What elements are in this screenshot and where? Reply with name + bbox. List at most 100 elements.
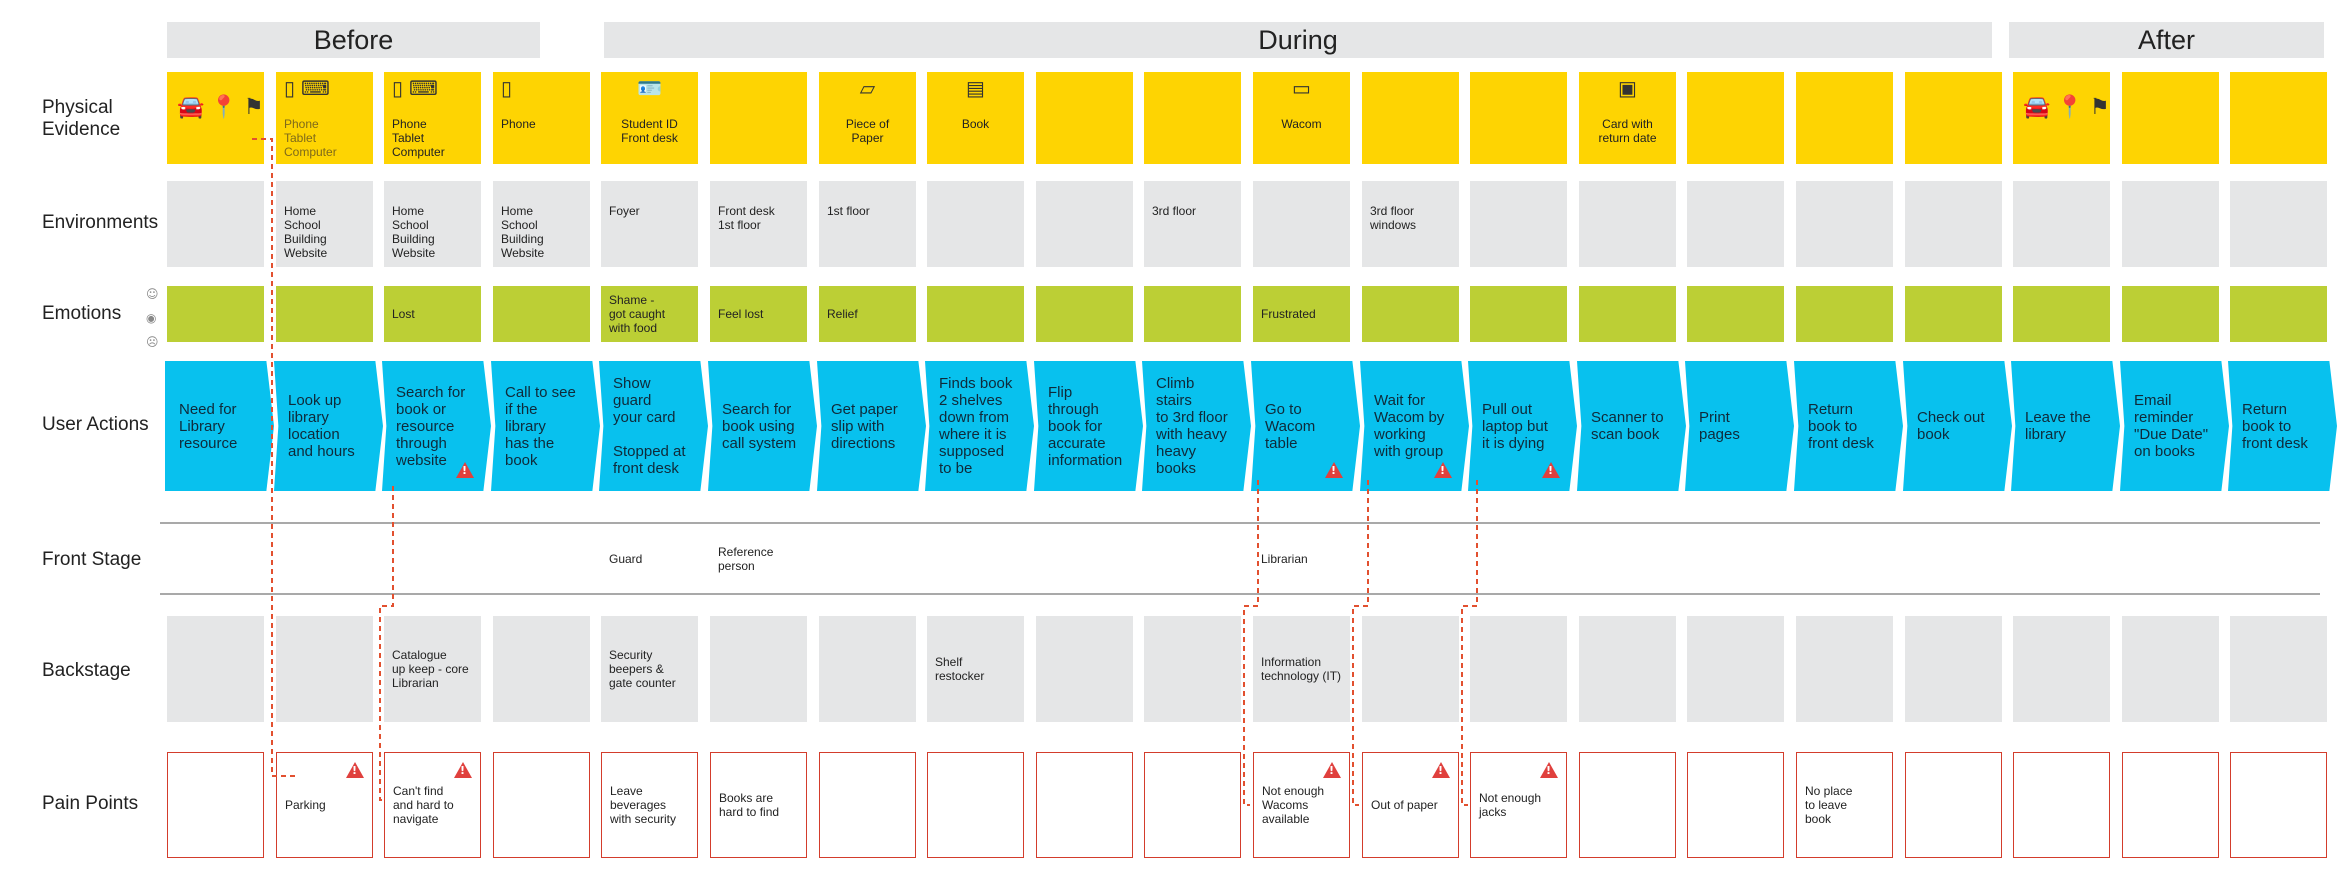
backstage-card <box>2230 616 2327 722</box>
physical-evidence-card <box>1687 72 1784 164</box>
backstage-card <box>2013 616 2110 722</box>
physical-evidence-icons: ▯ <box>493 78 590 100</box>
pain-point-card: Parking <box>276 752 373 858</box>
backstage-card <box>1905 616 2002 722</box>
physical-evidence-card: 🚘📍⚑ <box>167 72 264 164</box>
warning-icon <box>1432 762 1450 778</box>
environment-card <box>1036 181 1133 267</box>
environment-card <box>927 181 1024 267</box>
laptop-icon: ▭ <box>1292 78 1311 100</box>
backstage-card <box>493 616 590 722</box>
front-stage-label: Guard <box>609 552 643 566</box>
emotion-card <box>2013 286 2110 342</box>
backstage-card <box>710 616 807 722</box>
physical-evidence-card: ▭Wacom <box>1253 72 1350 164</box>
emotion-card <box>1362 286 1459 342</box>
physical-evidence-icons: ▭ <box>1253 78 1350 100</box>
backstage-card <box>819 616 916 722</box>
environment-card <box>2122 181 2219 267</box>
emotion-card: Lost <box>384 286 481 342</box>
warning-icon <box>1325 462 1343 478</box>
environment-card <box>1470 181 1567 267</box>
backstage-card <box>1362 616 1459 722</box>
physical-evidence-card <box>2230 72 2327 164</box>
environment-card <box>1687 181 1784 267</box>
physical-evidence-card <box>1362 72 1459 164</box>
happy-face-icon: ☺ <box>146 287 159 301</box>
pain-point-card <box>1036 752 1133 858</box>
car-icon: 🚘 <box>2023 94 2051 119</box>
laptop-icon: ⌨ <box>409 78 438 100</box>
emotion-card <box>1470 286 1567 342</box>
pain-point-label: Parking <box>285 798 326 812</box>
environment-card <box>2230 181 2327 267</box>
physical-evidence-card <box>2122 72 2219 164</box>
pain-point-card <box>167 752 264 858</box>
emotion-label: Lost <box>392 307 415 321</box>
row-label-front-stage: Front Stage <box>42 549 142 570</box>
user-action-label: Print pages <box>1699 409 1740 443</box>
emotion-card <box>167 286 264 342</box>
book-icon: ▤ <box>966 78 985 100</box>
phase-header-before: Before <box>167 22 540 58</box>
physical-evidence-icons: 🪪 <box>601 79 698 99</box>
phone-icon: ▯ <box>501 78 513 100</box>
pain-point-card <box>493 752 590 858</box>
environment-card <box>2013 181 2110 267</box>
physical-evidence-card: ▤Book <box>927 72 1024 164</box>
warning-icon <box>346 762 364 778</box>
physical-evidence-card <box>1144 72 1241 164</box>
backstage-card <box>2122 616 2219 722</box>
phase-header-after: After <box>2009 22 2324 58</box>
emotion-card <box>1687 286 1784 342</box>
environment-card <box>167 181 264 267</box>
physical-evidence-label: Phone <box>501 117 536 131</box>
emotion-card <box>276 286 373 342</box>
warning-icon <box>1323 762 1341 778</box>
emotion-scale-icons: ☺◉☹ <box>146 282 160 354</box>
row-label-user-actions: User Actions <box>42 414 149 435</box>
emotion-card: Relief <box>819 286 916 342</box>
line-of-visibility <box>160 593 2320 595</box>
physical-evidence-icons: ▯⌨ <box>276 79 373 99</box>
row-label-emotions: Emotions <box>42 303 122 324</box>
pain-point-label: Out of paper <box>1371 798 1438 812</box>
physical-evidence-icons: ▯⌨ <box>384 78 481 100</box>
warning-icon <box>1542 462 1560 478</box>
environment-card: Foyer <box>601 181 698 267</box>
pain-point-card: Out of paper <box>1362 752 1459 858</box>
physical-evidence-icons: ▣ <box>1579 79 1676 99</box>
emotion-label: Frustrated <box>1261 307 1316 321</box>
map-pin-icon: 📍 <box>210 94 238 119</box>
phase-header-during: During <box>604 22 1992 58</box>
physical-evidence-card <box>1796 72 1893 164</box>
